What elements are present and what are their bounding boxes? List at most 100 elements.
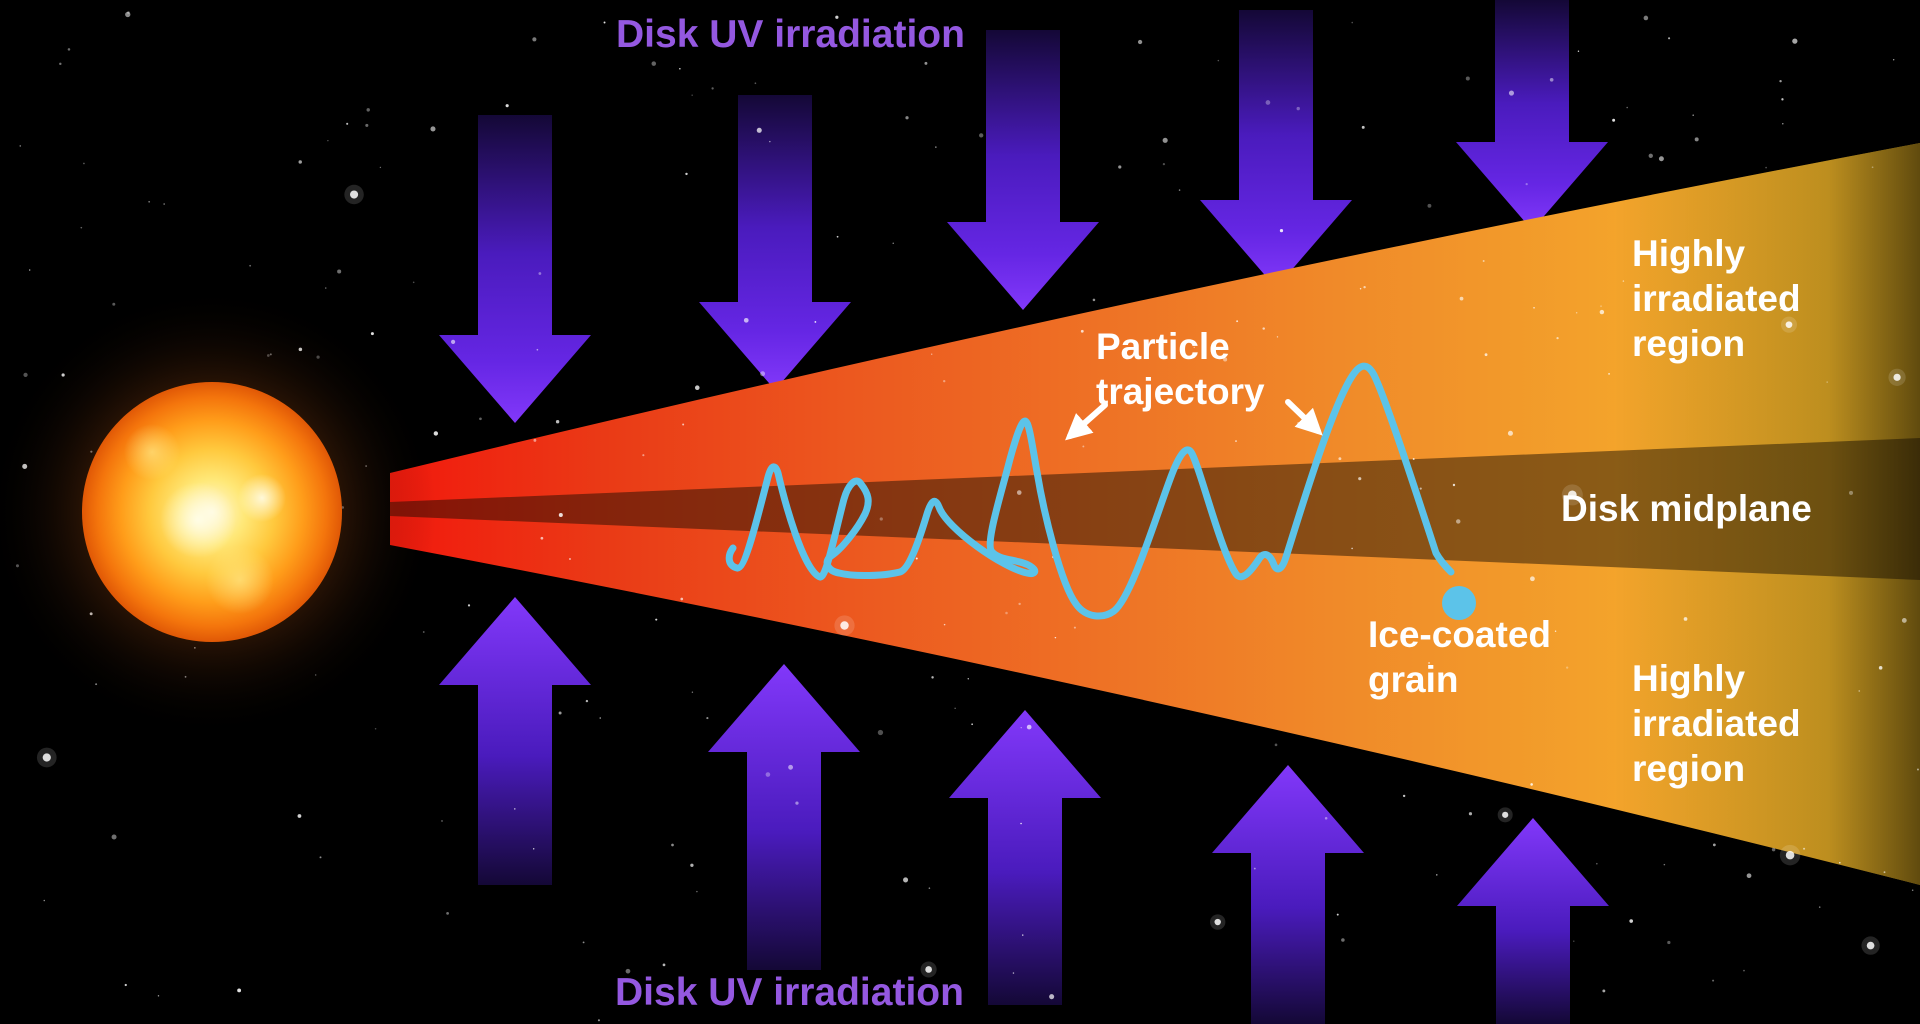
star xyxy=(1253,867,1256,870)
star xyxy=(29,269,31,271)
star xyxy=(1507,430,1513,436)
star xyxy=(1667,940,1671,945)
star xyxy=(1363,285,1366,289)
star xyxy=(1549,77,1554,82)
uv-arrow-up-3 xyxy=(949,710,1101,1005)
star xyxy=(662,963,666,967)
star xyxy=(603,21,606,24)
star xyxy=(1765,166,1767,169)
star xyxy=(1026,724,1032,730)
star xyxy=(1012,972,1015,974)
star xyxy=(1223,357,1228,362)
star xyxy=(1785,321,1793,329)
star xyxy=(1274,743,1278,747)
star xyxy=(568,557,571,560)
star xyxy=(1020,726,1022,729)
star xyxy=(1082,445,1085,448)
star xyxy=(1782,123,1784,125)
star xyxy=(691,691,694,693)
star xyxy=(1297,422,1300,424)
star xyxy=(433,431,439,436)
star xyxy=(931,676,934,679)
star xyxy=(379,166,382,169)
starfield xyxy=(15,11,1919,1022)
star xyxy=(840,621,849,630)
star xyxy=(1567,490,1577,500)
star xyxy=(1402,794,1406,798)
star xyxy=(1456,519,1461,524)
star xyxy=(1533,306,1535,309)
star xyxy=(651,61,657,66)
uv-arrows-top xyxy=(439,0,1608,423)
star xyxy=(597,1019,600,1022)
sun xyxy=(0,287,437,737)
star xyxy=(1916,768,1919,771)
star xyxy=(1080,329,1084,333)
star xyxy=(877,729,884,736)
star xyxy=(1296,106,1300,111)
star xyxy=(1599,309,1605,315)
star xyxy=(769,140,771,143)
star xyxy=(671,843,674,847)
label-highly-irradiated-bottom: Highly irradiated region xyxy=(1632,658,1801,789)
star xyxy=(1575,312,1578,314)
star xyxy=(42,753,51,762)
star xyxy=(979,133,984,138)
star xyxy=(1338,457,1342,461)
star xyxy=(237,988,242,993)
pointer-arrow-right xyxy=(1285,399,1323,436)
label-disk-uv-irradiation-bottom: Disk UV irradiation xyxy=(615,971,964,1014)
star xyxy=(836,235,839,238)
star xyxy=(59,62,62,66)
star xyxy=(1530,576,1535,582)
star xyxy=(1596,862,1598,865)
star xyxy=(1556,337,1559,340)
star xyxy=(1235,440,1237,443)
star xyxy=(532,37,537,42)
star xyxy=(892,242,894,245)
star xyxy=(788,764,794,770)
star xyxy=(711,87,714,90)
star xyxy=(1265,100,1271,105)
star xyxy=(1162,137,1168,143)
star xyxy=(1743,969,1745,972)
star xyxy=(536,348,539,351)
star xyxy=(1643,15,1649,21)
star xyxy=(1871,166,1874,169)
star xyxy=(1826,381,1828,383)
uv-arrow-down-1 xyxy=(439,115,591,423)
star xyxy=(479,417,482,421)
star xyxy=(450,339,456,344)
uv-arrow-down-2 xyxy=(699,95,851,390)
star xyxy=(1419,487,1422,490)
star xyxy=(1554,630,1557,632)
star xyxy=(558,711,562,715)
uv-arrow-up-4 xyxy=(1212,765,1364,1024)
star xyxy=(1092,298,1096,302)
star xyxy=(943,623,946,626)
star xyxy=(1279,228,1284,233)
star xyxy=(1818,906,1821,908)
star xyxy=(925,966,932,973)
star xyxy=(599,717,602,719)
star xyxy=(505,104,509,108)
star xyxy=(905,116,909,120)
star xyxy=(1779,79,1782,83)
star xyxy=(1427,203,1432,208)
star xyxy=(555,420,560,424)
star xyxy=(1159,399,1162,402)
star xyxy=(1893,373,1901,381)
sun-bright-spot xyxy=(160,482,236,558)
star xyxy=(1694,137,1699,142)
star xyxy=(297,814,302,818)
star xyxy=(163,203,165,205)
star xyxy=(1137,39,1143,45)
star xyxy=(1336,913,1339,916)
star xyxy=(1525,182,1528,186)
star xyxy=(1217,59,1220,62)
star xyxy=(558,512,563,517)
star xyxy=(1648,153,1653,158)
star xyxy=(765,772,771,777)
star xyxy=(879,517,883,521)
